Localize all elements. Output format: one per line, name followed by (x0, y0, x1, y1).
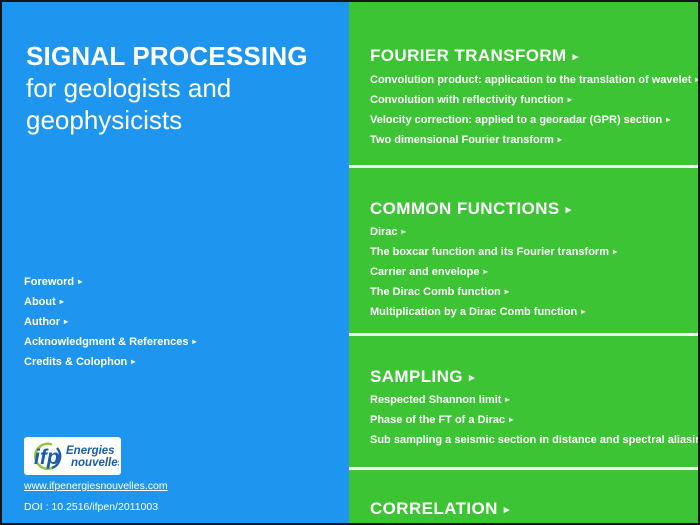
chevron-right-icon: ▸ (192, 337, 197, 346)
section-link[interactable]: The boxcar function and its Fourier tran… (370, 245, 680, 259)
nav-link-label: Acknowledgment & References (24, 336, 189, 348)
ifpen-logo[interactable]: ifp Energies nouvelles (24, 437, 121, 475)
chevron-right-icon: ▸ (468, 372, 475, 384)
section-link[interactable]: Respected Shannon limit▸ (370, 393, 680, 407)
section-link-label: Convolution product: application to the … (370, 74, 692, 86)
section-link[interactable]: Dirac▸ (370, 225, 680, 239)
section-heading-label: CORRELATION (370, 499, 498, 518)
chevron-right-icon: ▸ (483, 267, 488, 276)
nav-link[interactable]: Acknowledgment & References▸ (24, 335, 196, 349)
section-link-label: Respected Shannon limit (370, 394, 502, 406)
section-heading-label: FOURIER TRANSFORM (370, 46, 567, 65)
section-link-label: Velocity correction: applied to a georad… (370, 114, 663, 126)
section-link-label: Convolution with reflectivity function (370, 94, 564, 106)
chapter-section: SAMPLING▸Respected Shannon limit▸Phase o… (349, 336, 698, 470)
section-link[interactable]: Autocorrelation of a signal composed of … (370, 521, 680, 523)
chevron-right-icon: ▸ (666, 115, 671, 124)
title-line-2: for geologists and (26, 73, 232, 103)
chevron-right-icon: ▸ (504, 287, 509, 296)
chevron-right-icon: ▸ (509, 415, 514, 424)
section-heading-label: SAMPLING (370, 367, 463, 386)
section-heading-label: COMMON FUNCTIONS (370, 199, 560, 218)
section-link-label: Sub sampling a seismic section in distan… (370, 434, 698, 446)
chevron-right-icon: ▸ (505, 395, 510, 404)
chevron-right-icon: ▸ (131, 357, 136, 366)
chevron-right-icon: ▸ (557, 135, 562, 144)
section-heading[interactable]: FOURIER TRANSFORM ▸ (370, 46, 680, 67)
section-link-label: The boxcar function and its Fourier tran… (370, 246, 609, 258)
section-link[interactable]: Two dimensional Fourier transform▸ (370, 133, 680, 147)
chevron-right-icon: ▸ (612, 247, 617, 256)
section-link-label: Carrier and envelope (370, 266, 480, 278)
nav-link-label: Author (24, 316, 61, 328)
chevron-right-icon: ▸ (78, 277, 83, 286)
chevron-right-icon: ▸ (59, 297, 64, 306)
logo-mark: ifp (34, 446, 60, 469)
section-link-label: Phase of the FT of a Dirac (370, 414, 506, 426)
title-line-3: geophysicists (26, 105, 183, 135)
chevron-right-icon: ▸ (581, 307, 586, 316)
nav-link[interactable]: About▸ (24, 295, 196, 309)
section-link-label: Multiplication by a Dirac Comb function (370, 306, 578, 318)
section-link[interactable]: Phase of the FT of a Dirac▸ (370, 413, 680, 427)
section-link[interactable]: The Dirac Comb function▸ (370, 285, 680, 299)
nav-link[interactable]: Author▸ (24, 315, 196, 329)
nav-link-label: Credits & Colophon (24, 356, 128, 368)
section-link[interactable]: Multiplication by a Dirac Comb function▸ (370, 305, 680, 319)
page-title: SIGNAL PROCESSING for geologists and geo… (26, 40, 308, 136)
section-link[interactable]: Convolution product: application to the … (370, 73, 698, 87)
section-link[interactable]: Carrier and envelope▸ (370, 265, 680, 279)
website-link[interactable]: www.ifpenergiesnouvelles.com (24, 480, 168, 492)
chevron-right-icon: ▸ (503, 504, 510, 516)
logo-text-line1: Energies (66, 445, 115, 457)
section-heading[interactable]: COMMON FUNCTIONS ▸ (370, 199, 680, 220)
section-link[interactable]: Velocity correction: applied to a georad… (370, 113, 680, 127)
title-line-1: SIGNAL PROCESSING (26, 41, 308, 71)
nav-link-label: About (24, 296, 56, 308)
chevron-right-icon: ▸ (572, 51, 579, 63)
chevron-right-icon: ▸ (695, 75, 698, 84)
chevron-right-icon: ▸ (567, 95, 572, 104)
nav-link-label: Foreword (24, 276, 75, 288)
doi-text: DOI : 10.2516/ifpen/2011003 (24, 501, 159, 513)
chapter-section: CORRELATION ▸ Autocorrelation of a signal … (349, 470, 698, 523)
logo-swoosh-green (34, 442, 53, 470)
section-link-label: The Dirac Comb function (370, 286, 501, 298)
chapter-section: FOURIER TRANSFORM▸Convolution product: a… (349, 2, 698, 168)
logo-text-line2: nouvelles (71, 457, 119, 469)
left-nav: Foreword▸About▸Author▸Acknowledgment & R… (24, 275, 196, 375)
section-link-label: Dirac (370, 226, 398, 238)
section-link[interactable]: Sub sampling a seismic section in distan… (370, 433, 698, 447)
left-panel: SIGNAL PROCESSING for geologists and geo… (2, 2, 349, 523)
logo-swoosh-blue (51, 447, 62, 470)
chevron-right-icon: ▸ (565, 204, 572, 216)
sections: FOURIER TRANSFORM▸Convolution product: a… (349, 2, 698, 523)
section-heading[interactable]: SAMPLING ▸ (370, 367, 680, 388)
section-link[interactable]: Convolution with reflectivity function▸ (370, 93, 680, 107)
nav-link[interactable]: Foreword▸ (24, 275, 196, 289)
chevron-right-icon: ▸ (64, 317, 69, 326)
section-heading[interactable]: CORRELATION ▸ (370, 499, 680, 520)
chevron-right-icon: ▸ (401, 227, 406, 236)
nav-link[interactable]: Credits & Colophon▸ (24, 355, 196, 369)
ifpen-logo-graphic: ifp Energies nouvelles (34, 442, 119, 470)
section-link-label: Autocorrelation of a signal composed of … (370, 522, 671, 523)
section-link-label: Two dimensional Fourier transform (370, 134, 554, 146)
chapter-section: COMMON FUNCTIONS▸Dirac▸The boxcar functi… (349, 168, 698, 336)
